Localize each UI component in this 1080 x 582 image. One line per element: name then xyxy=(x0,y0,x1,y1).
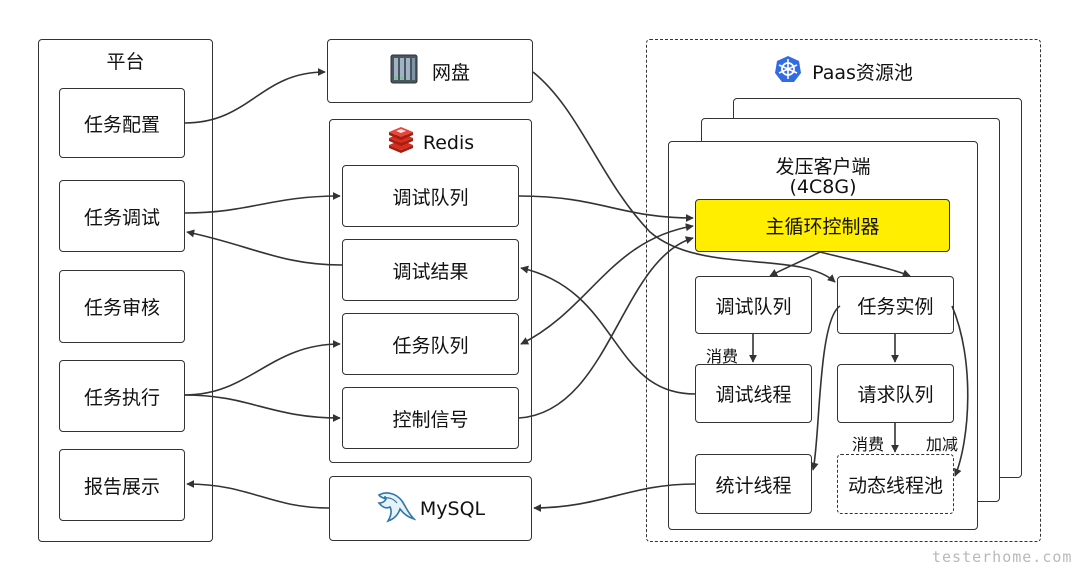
server-icon xyxy=(390,54,418,89)
paas-header: Paas资源池 xyxy=(646,55,1041,88)
mysql-label: MySQL xyxy=(419,497,486,520)
mysql-dolphin-icon xyxy=(376,489,417,528)
redis-task-queue-node: 任务队列 xyxy=(342,313,519,375)
mysql-node: MySQL xyxy=(329,476,532,541)
redis-header: Redis xyxy=(329,127,532,158)
redis-icon xyxy=(387,127,415,158)
stats-thread-node: 统计线程 xyxy=(695,454,812,514)
task-debug-node: 任务调试 xyxy=(59,180,185,252)
redis-control-signal-node: 控制信号 xyxy=(342,387,519,449)
client-debug-queue-node: 调试队列 xyxy=(695,276,812,334)
report-node: 报告展示 xyxy=(59,449,185,521)
scale-label: 加减 xyxy=(925,435,958,454)
platform-title: 平台 xyxy=(106,51,145,73)
main-loop-controller-node: 主循环控制器 xyxy=(695,199,950,252)
task-review-node: 任务审核 xyxy=(59,270,185,343)
redis-title: Redis xyxy=(422,131,475,154)
debug-thread-node: 调试线程 xyxy=(695,364,812,423)
client-title: 发压客户端 xyxy=(775,156,871,178)
task-exec-node: 任务执行 xyxy=(59,360,185,432)
kubernetes-icon xyxy=(774,55,802,88)
client-spec: (4C8G) xyxy=(789,176,857,198)
disk-node: 网盘 xyxy=(327,39,533,103)
paas-title: Paas资源池 xyxy=(812,62,913,84)
consume-label-debug: 消费 xyxy=(705,347,738,366)
redis-debug-result-node: 调试结果 xyxy=(342,239,519,301)
disk-label: 网盘 xyxy=(431,61,470,84)
redis-debug-queue-node: 调试队列 xyxy=(342,165,519,227)
watermark: testerhome.com xyxy=(932,548,1073,566)
task-config-node: 任务配置 xyxy=(59,88,185,158)
dynamic-thread-pool-node: 动态线程池 xyxy=(837,454,954,514)
task-instance-node: 任务实例 xyxy=(837,276,954,334)
consume-label-request: 消费 xyxy=(851,435,884,454)
request-queue-node: 请求队列 xyxy=(837,364,954,423)
